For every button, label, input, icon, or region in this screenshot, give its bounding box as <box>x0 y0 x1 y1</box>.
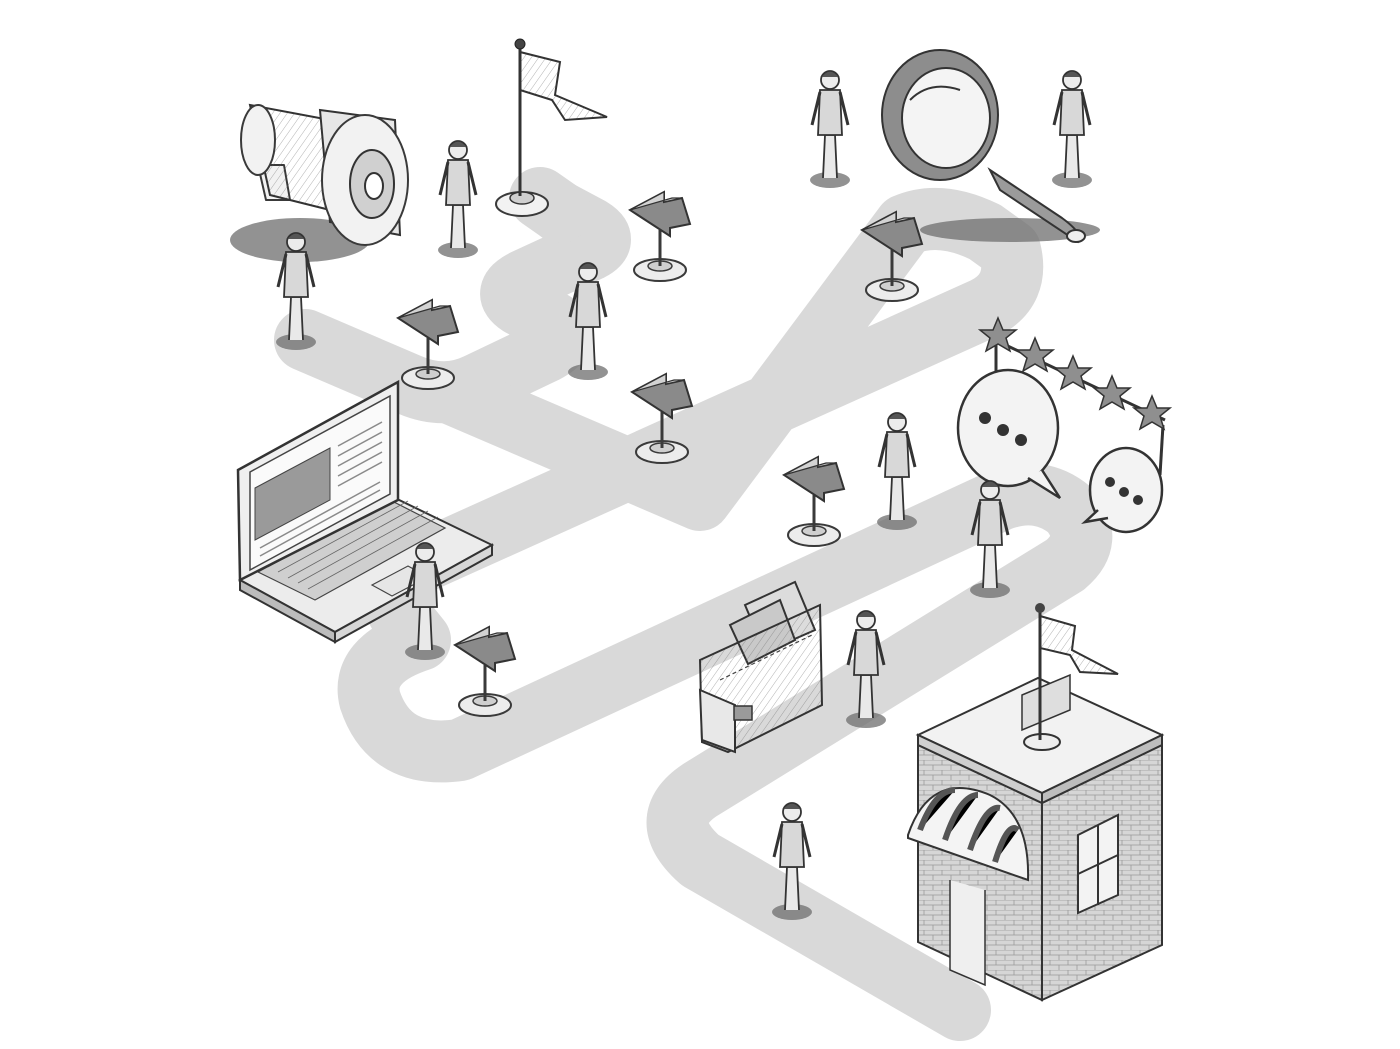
speech-bubble-icon <box>956 368 1062 500</box>
person-figure <box>808 69 852 190</box>
person-figure <box>436 139 480 260</box>
star-icon <box>977 316 1019 353</box>
magnifying-glass-icon <box>881 49 1100 244</box>
speech-bubble-icon <box>1081 446 1164 534</box>
arrow-sign-icon <box>453 625 517 718</box>
star-icon <box>1131 394 1173 431</box>
megaphone-icon <box>230 103 409 262</box>
wallet-icon <box>698 580 824 754</box>
arrow-sign-icon <box>782 455 846 548</box>
start-flag-icon <box>495 38 608 217</box>
arrow-sign-icon <box>396 298 460 391</box>
star-icon <box>1091 374 1133 411</box>
star-icon <box>1014 336 1056 373</box>
star-rating <box>977 316 1173 476</box>
star-icon <box>1052 354 1094 391</box>
laptop-icon <box>236 379 495 644</box>
person-figure <box>1050 69 1094 190</box>
shop-icon <box>907 603 1165 1002</box>
arrow-sign-icon <box>628 190 692 283</box>
